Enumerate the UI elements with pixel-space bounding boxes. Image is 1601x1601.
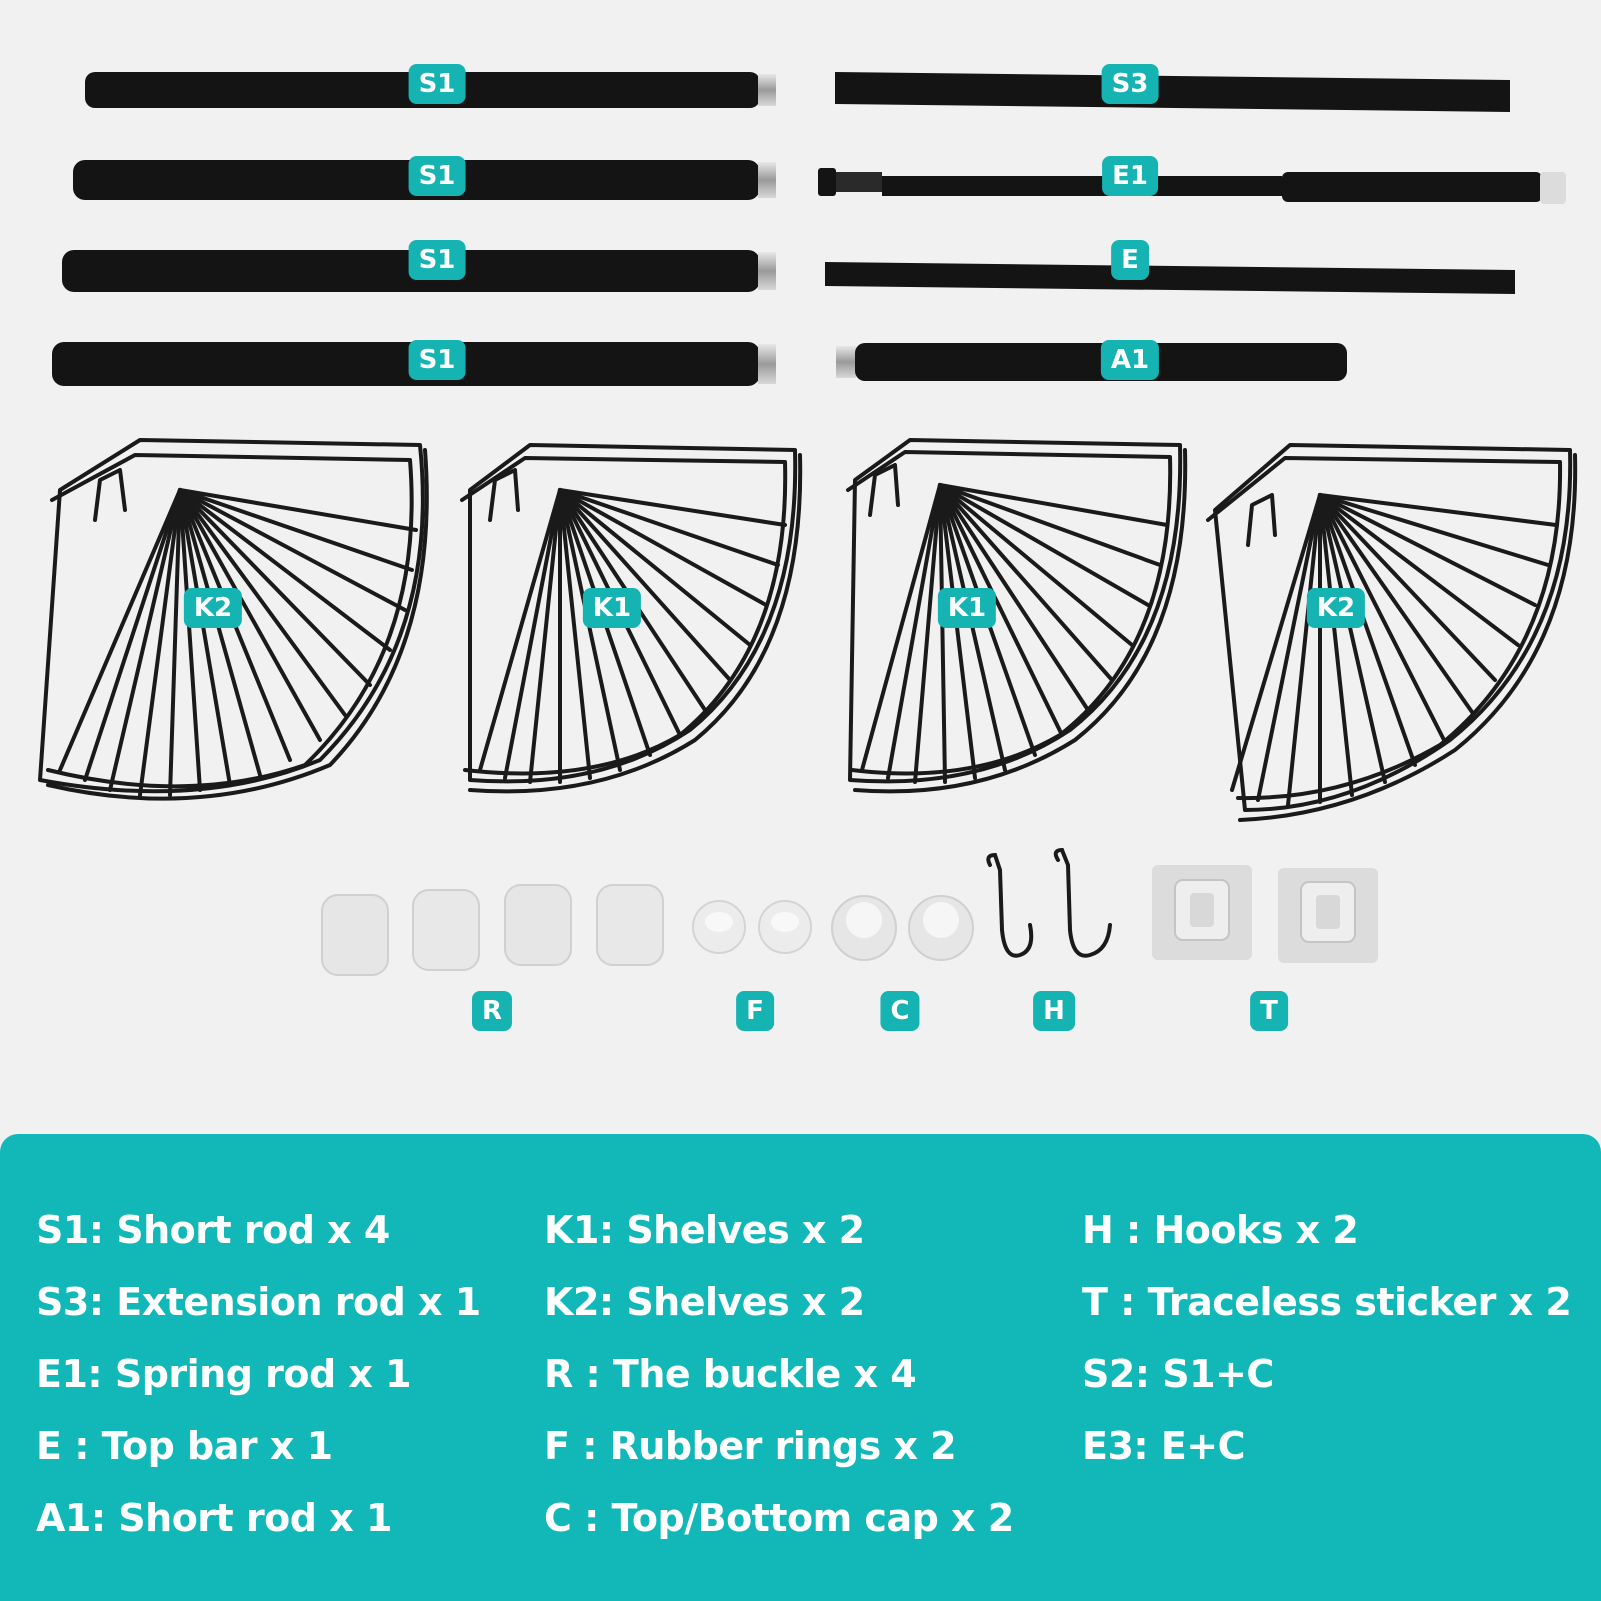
tag-s1-c: S1: [408, 240, 466, 280]
buckles-r: [321, 884, 664, 976]
shelf-k1-third: [846, 438, 1188, 794]
tag-h: H: [1033, 991, 1075, 1031]
legend-item: K1: Shelves x 2: [544, 1208, 865, 1252]
legend-column-2: K1: Shelves x 2 K2: Shelves x 2 R : The …: [544, 1194, 1014, 1554]
tag-shelf-3: K1: [937, 588, 997, 628]
tag-c: C: [880, 991, 920, 1031]
legend-item: S2: S1+C: [1082, 1352, 1274, 1396]
tag-s3: S3: [1101, 64, 1159, 104]
legend-item: A1: Short rod x 1: [36, 1496, 392, 1540]
legend-item: H : Hooks x 2: [1082, 1208, 1359, 1252]
legend-item: F : Rubber rings x 2: [544, 1424, 957, 1468]
rod-e: [825, 262, 1515, 294]
legend-item: S1: Short rod x 4: [36, 1208, 390, 1252]
legend-item: E1: Spring rod x 1: [36, 1352, 412, 1396]
legend-item: E : Top bar x 1: [36, 1424, 333, 1468]
legend-item: C : Top/Bottom cap x 2: [544, 1496, 1014, 1540]
rubber-rings-f: [692, 900, 812, 954]
traceless-stickers-t: [1152, 865, 1378, 963]
rod-s1-d: [52, 342, 776, 386]
legend-item: K2: Shelves x 2: [544, 1280, 865, 1324]
hooks-h: [986, 847, 1112, 958]
legend-item: R : The buckle x 4: [544, 1352, 917, 1396]
legend-item: T : Traceless sticker x 2: [1082, 1280, 1572, 1324]
legend-column-3: H : Hooks x 2 T : Traceless sticker x 2 …: [1082, 1194, 1572, 1482]
tag-s1-b: S1: [408, 156, 466, 196]
tag-a1: A1: [1100, 340, 1160, 380]
rod-a1: [836, 343, 1347, 381]
rod-s3: [835, 72, 1510, 112]
parts-legend: S1: Short rod x 4 S3: Extension rod x 1 …: [0, 1134, 1601, 1601]
tag-t: T: [1250, 991, 1288, 1031]
rod-e1: [818, 168, 1566, 204]
caps-c: [831, 895, 974, 961]
tag-shelf-2: K1: [582, 588, 642, 628]
tag-f: F: [736, 991, 774, 1031]
tag-e: E: [1111, 240, 1149, 280]
parts-illustration: [38, 72, 1578, 976]
legend-item: E3: E+C: [1082, 1424, 1246, 1468]
tag-s1-d: S1: [408, 340, 466, 380]
legend-item: S3: Extension rod x 1: [36, 1280, 481, 1324]
tag-r: R: [471, 991, 513, 1031]
tag-e1: E1: [1102, 156, 1158, 196]
tag-shelf-1: K2: [183, 588, 243, 628]
legend-column-1: S1: Short rod x 4 S3: Extension rod x 1 …: [36, 1194, 481, 1554]
tag-shelf-4: K2: [1306, 588, 1366, 628]
tag-s1-a: S1: [408, 64, 466, 104]
shelf-k2-right: [1206, 443, 1578, 822]
